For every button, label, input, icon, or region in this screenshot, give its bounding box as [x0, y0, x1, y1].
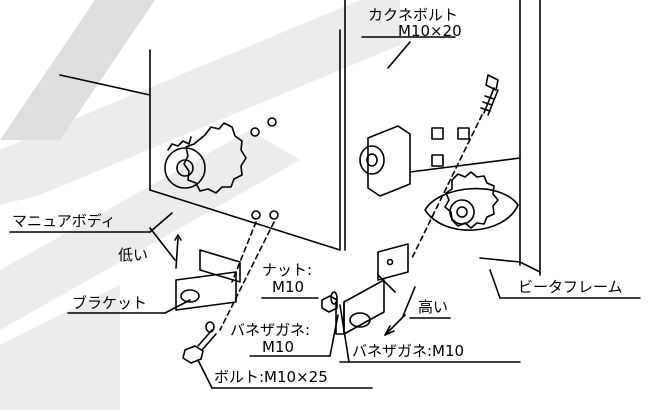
high-dimension [384, 286, 416, 336]
left-bracket [175, 210, 279, 331]
nut-label: ナット: [262, 261, 313, 279]
carriage-bolt-label: カクネボルト [368, 6, 459, 24]
nut-size-label: M10 [272, 278, 305, 296]
spring-washer-left-size-label: M10 [262, 338, 295, 356]
low-dimension [149, 227, 182, 269]
leader-lines [9, 36, 641, 389]
nut-and-washer [321, 291, 338, 313]
carriage-bolt [411, 74, 499, 259]
spring-washer-right-label: バネザガネ:M10 [352, 342, 465, 360]
right-bracket [335, 243, 409, 335]
spring-washer-left-label: バネザガネ: [230, 321, 311, 339]
high-label: 高い [418, 298, 449, 316]
bolt-label: ボルト:M10×25 [214, 368, 328, 386]
manual-body-label: マニュアボディ [12, 212, 116, 230]
beater-frame-label: ビータフレーム [518, 278, 623, 296]
low-label: 低い [118, 246, 149, 264]
square-bearing-plate [359, 125, 411, 197]
watermark-arrow [0, 0, 400, 410]
bracket-label: ブラケット [72, 294, 148, 312]
right-sprocket [424, 171, 519, 231]
hex-bolt [182, 321, 217, 364]
beater-frame [344, 0, 541, 276]
manual-body [59, 29, 341, 251]
left-sprocket [164, 122, 247, 194]
carriage-bolt-size-label: M10×20 [398, 22, 462, 40]
